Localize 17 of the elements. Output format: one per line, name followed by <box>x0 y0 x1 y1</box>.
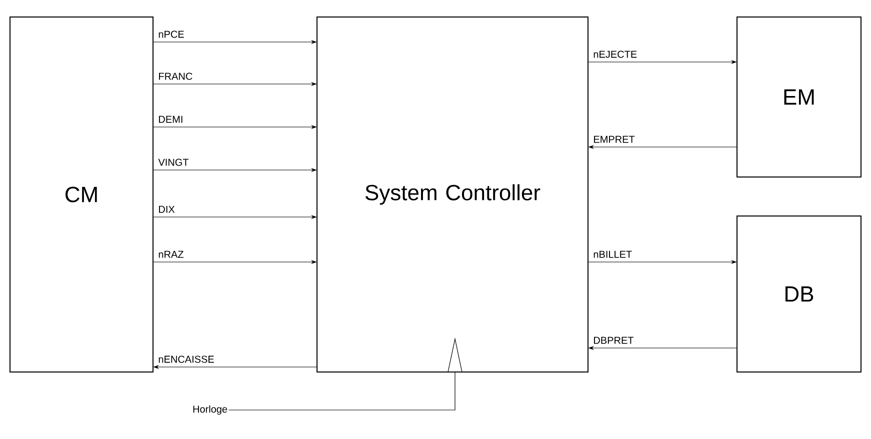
block-box: EM <box>736 16 862 178</box>
signal-label: nRAZ <box>158 250 184 258</box>
clock-line <box>228 338 462 410</box>
signal-label: nEJECTE <box>594 50 637 58</box>
signal-label: nPCE <box>158 30 184 38</box>
signal-label: VINGT <box>158 158 189 166</box>
signal-label: Horloge <box>193 405 228 415</box>
signal-label: EMPRET <box>594 136 635 143</box>
signal-label: FRANC <box>159 72 192 80</box>
signal-label: DBPRET <box>594 336 634 344</box>
signal-label: nBILLET <box>594 250 632 258</box>
signal-label: DEMI <box>159 116 182 123</box>
block-box: System Controller <box>316 16 588 372</box>
block-box: CM <box>10 16 154 372</box>
signal-label: DIX <box>159 206 175 213</box>
signal-label: nENCAISSE <box>158 356 214 363</box>
block-box: DB <box>736 216 862 372</box>
